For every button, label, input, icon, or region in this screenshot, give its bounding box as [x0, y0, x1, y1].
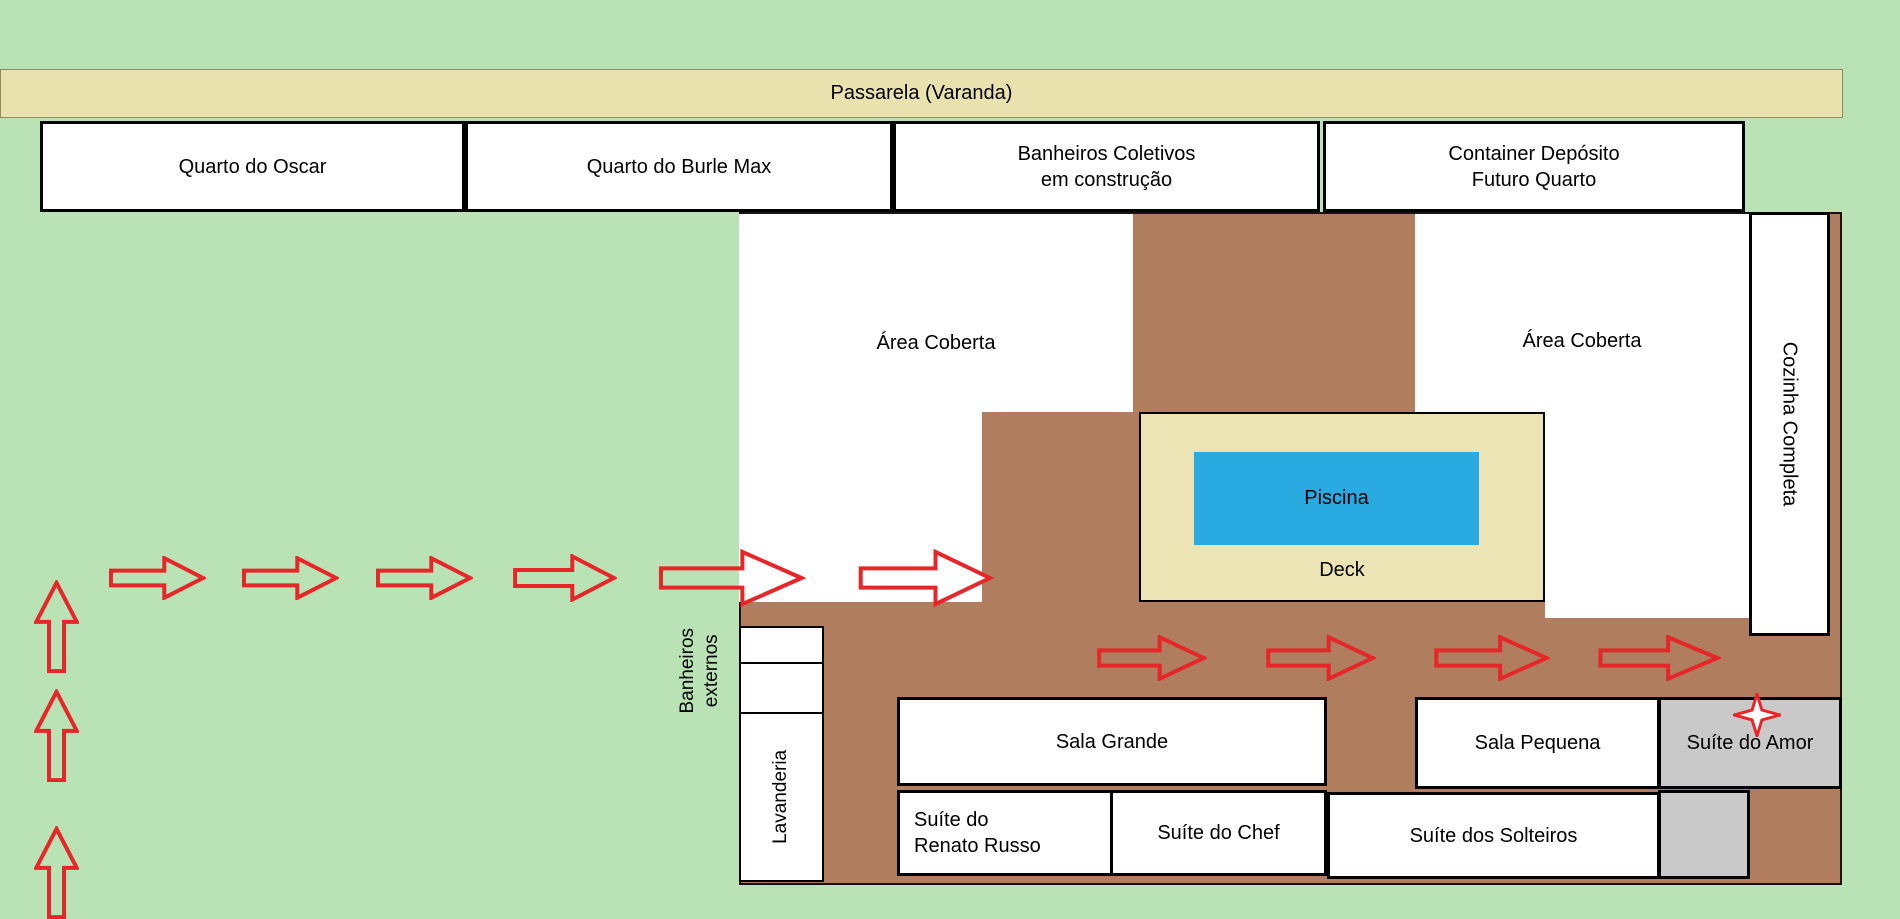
covered-area-right-lower [1545, 214, 1749, 618]
route-arrow-right-icon [109, 556, 206, 600]
deck-label: Deck [1319, 559, 1365, 581]
route-arrow-up-icon [34, 826, 79, 919]
route-arrow-right-icon [513, 554, 617, 602]
room-suite-do-chef: Suíte do Chef [1110, 790, 1327, 876]
route-arrow-right-icon [658, 549, 806, 607]
room-label: Sala Grande [1055, 730, 1169, 753]
route-arrow-right-icon [1266, 635, 1376, 681]
external-bathroom-stall-2 [739, 662, 824, 714]
room-cozinha-completa: Cozinha Completa [1749, 212, 1830, 636]
room-label: Lavanderia [770, 749, 792, 845]
room-label: Sala Pequena [1474, 732, 1601, 754]
unlabeled-gray-room [1658, 790, 1750, 879]
route-arrow-right-icon [1097, 635, 1207, 681]
room-suite-dos-solteiros: Suíte dos Solteiros [1327, 792, 1660, 879]
room-suite-renato-russo: Suíte do Renato Russo [897, 790, 1113, 876]
room-label: Suíte dos Solteiros [1409, 824, 1578, 847]
walkway-passarela: Passarela (Varanda) [0, 69, 1843, 118]
walkway-label: Passarela (Varanda) [830, 82, 1013, 104]
route-arrow-up-icon [34, 689, 79, 782]
room-label: Cozinha Completa [1778, 341, 1801, 507]
route-arrow-right-icon [1598, 635, 1721, 681]
room-label: Quarto do Oscar [178, 155, 327, 178]
route-arrow-right-icon [1434, 635, 1550, 681]
route-arrow-up-icon [34, 580, 79, 673]
room-quarto-oscar: Quarto do Oscar [40, 121, 465, 212]
room-sala-pequena: Sala Pequena [1415, 697, 1660, 789]
room-label: Suíte do Renato Russo [914, 809, 1041, 857]
room-sala-grande: Sala Grande [897, 697, 1327, 786]
pool-label: Piscina [1304, 487, 1369, 509]
room-label: Container Depósito Futuro Quarto [1448, 142, 1620, 191]
external-bathroom-stall-1 [739, 626, 824, 664]
room-label: Suíte do Amor [1686, 732, 1814, 754]
room-container-deposito: Container Depósito Futuro Quarto [1323, 121, 1745, 212]
pool-piscina: Piscina [1194, 452, 1479, 545]
room-quarto-burle-max: Quarto do Burle Max [465, 121, 893, 212]
route-arrow-right-icon [242, 556, 339, 600]
route-arrow-right-icon [376, 556, 473, 600]
route-arrow-right-white-icon [858, 549, 994, 607]
covered-area-left-label: Área Coberta [876, 332, 996, 354]
room-label: Banheiros Coletivos em construção [1017, 142, 1196, 191]
destination-star-icon [1733, 693, 1781, 737]
room-label: Suíte do Chef [1157, 822, 1280, 844]
covered-area-right-label: Área Coberta [1522, 330, 1642, 352]
room-banheiros-coletivos: Banheiros Coletivos em construção [893, 121, 1320, 212]
room-lavanderia: Lavanderia [739, 712, 824, 882]
room-label: Quarto do Burle Max [586, 155, 772, 178]
covered-area-left-lower [739, 214, 982, 602]
